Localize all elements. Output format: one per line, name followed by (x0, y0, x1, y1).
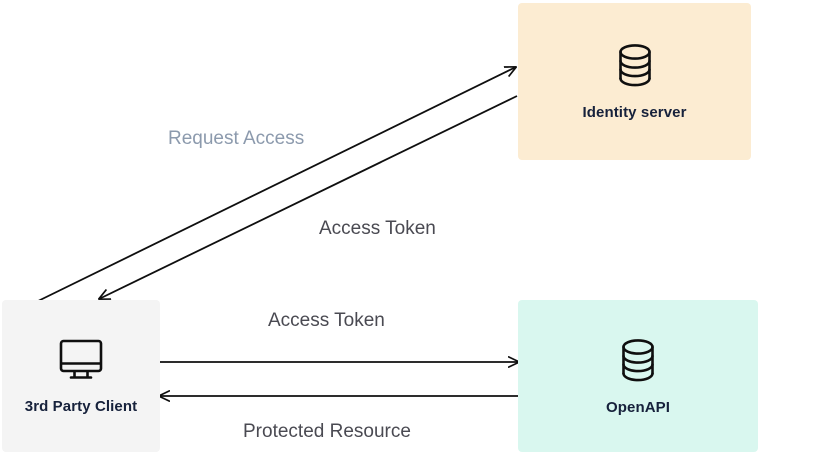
node-label-identity-server: Identity server (582, 104, 687, 121)
edge-label-protected-resource: Protected Resource (243, 421, 411, 442)
edge-access-token-from-identity (99, 95, 518, 299)
node-label-openapi: OpenAPI (605, 398, 671, 416)
edge-label-access-token-to-openapi: Access Token (268, 310, 385, 331)
edge-request-access (33, 67, 516, 304)
node-third-party-client[interactable]: 3rd Party Client (2, 300, 160, 452)
node-openapi[interactable]: OpenAPI (518, 300, 758, 452)
database-icon (614, 42, 656, 90)
database-icon (617, 337, 659, 385)
monitor-icon (57, 338, 105, 382)
node-identity-server[interactable]: Identity server (518, 3, 751, 160)
edge-label-request-access: Request Access (168, 128, 305, 149)
node-label-third-party-client: 3rd Party Client (24, 397, 138, 415)
edge-label-access-token-from-identity: Access Token (319, 218, 436, 239)
